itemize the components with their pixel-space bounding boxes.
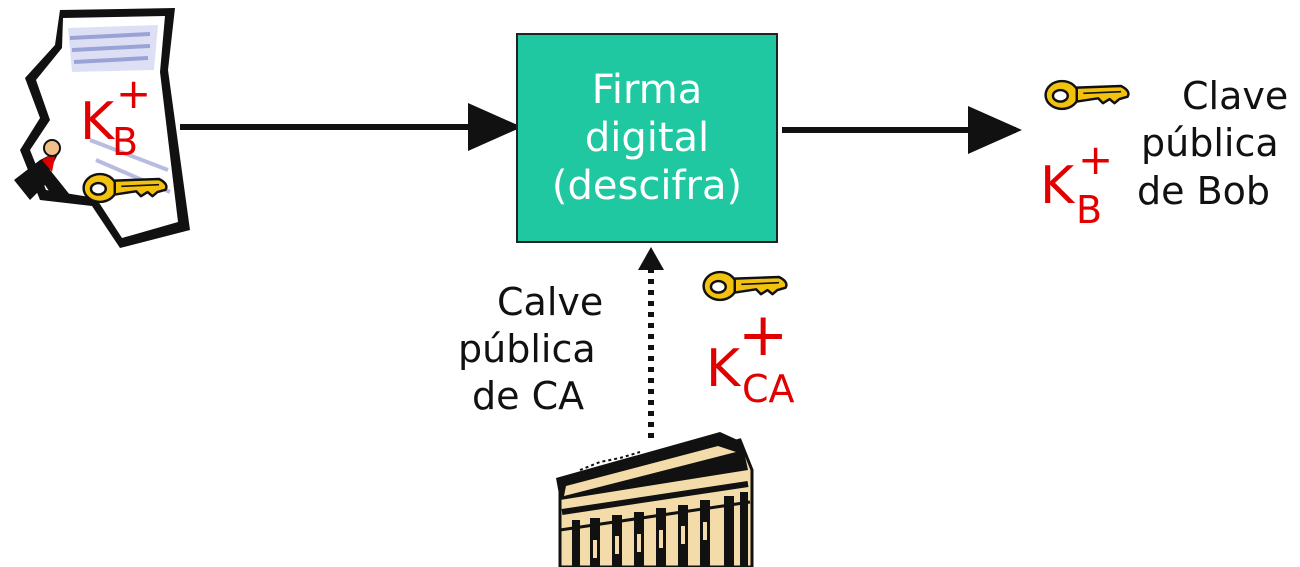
box-line-2: digital	[584, 115, 710, 161]
ca-label-line-2: pública	[458, 327, 596, 371]
box-line-1: Firma	[591, 67, 703, 113]
output-label-line-1: Clave	[1182, 74, 1289, 118]
key-icon-ca	[702, 270, 788, 302]
cert-key-base: K	[80, 92, 115, 152]
ca-key-sub: CA	[742, 367, 795, 411]
ca-label-line-3: de CA	[472, 374, 585, 418]
ca-building-icon	[556, 432, 754, 567]
output-key-sup: +	[1078, 135, 1114, 184]
key-icon-bob	[1044, 79, 1130, 111]
output-label-line-2: pública	[1141, 121, 1279, 165]
ca-key-base: K	[706, 339, 741, 399]
output-key-base: K	[1040, 156, 1075, 216]
output-label-line-3: de Bob	[1137, 169, 1271, 213]
cert-key-sub: B	[112, 120, 139, 164]
digital-signature-box: Firma digital (descifra)	[516, 33, 778, 243]
output-key-sub: B	[1076, 188, 1103, 232]
ca-label-line-1: Calve	[497, 280, 604, 324]
arrowhead-ca-up	[638, 247, 664, 270]
box-line-3: (descifra)	[551, 163, 743, 209]
ca-key-sup: +	[738, 300, 789, 370]
cert-key-sup: +	[116, 69, 152, 118]
